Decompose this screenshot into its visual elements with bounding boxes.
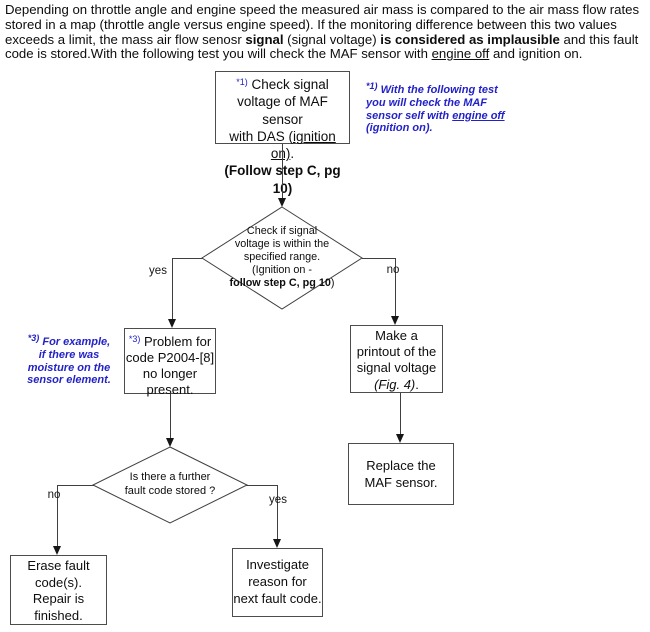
box1-underlined-ignition-on: ignition on) — [270, 128, 336, 162]
branch-label-yes: yes — [149, 265, 167, 277]
intro-underlined-engine-off: engine off — [431, 46, 490, 62]
flow-box-make-printout: Make a printout of the signal voltage (F… — [350, 325, 443, 393]
decision-diamond-further-fault — [91, 446, 249, 524]
connector-line — [172, 258, 173, 320]
flow-box-investigate-reason: Investigate reason for next fault code. — [232, 548, 323, 617]
intro-text: Depending on throttle angle and engine s… — [5, 2, 640, 47]
intro-bold-signal: signal — [245, 31, 284, 47]
arrowhead-down — [166, 438, 174, 447]
connector-line — [362, 258, 396, 259]
footnote-1-annotation: *1) With the following test you will che… — [366, 81, 505, 135]
footnote-ref-3: *3) — [128, 334, 141, 344]
footnote-ref-1: *1) — [236, 77, 248, 87]
flow-box-check-signal-voltage: *1) Check signal voltage of MAF sensor w… — [215, 71, 350, 196]
intro-paragraph: Depending on throttle angle and engine s… — [5, 2, 640, 62]
connector-line — [170, 394, 171, 439]
flow-box-problem-no-longer-present: *3) Problem for code P2004-[8] no longer… — [124, 328, 216, 397]
connector-line — [57, 485, 58, 546]
footnote-ref-3: *3) — [27, 333, 40, 343]
connector-line — [277, 485, 278, 539]
fig-4-reference: (Fig. 4) — [374, 376, 416, 392]
flow-box-erase-fault-codes: Erase fault code(s). Repair is finished. — [10, 555, 107, 625]
note1-underlined-engine-off: engine off — [452, 109, 505, 122]
intro-bold-implausible: is considered as implausible — [380, 31, 560, 47]
connector-line — [395, 258, 396, 317]
flow-box-replace-maf-sensor: Replace the MAF sensor. — [348, 443, 454, 505]
branch-label-yes: yes — [269, 494, 287, 506]
branch-label-no: no — [386, 264, 400, 276]
connector-line — [246, 485, 278, 486]
decision-diamond-signal-range — [201, 206, 363, 310]
decision-further-fault-code: Is there a further fault code stored ? — [124, 471, 216, 497]
connector-line — [282, 144, 283, 199]
decision-check-signal-range: Check if signal voltage is within the sp… — [229, 225, 335, 289]
arrowhead-down — [53, 546, 61, 555]
arrowhead-down — [273, 539, 281, 548]
branch-label-no: no — [47, 489, 61, 501]
arrowhead-down — [278, 198, 286, 207]
connector-line — [172, 258, 203, 259]
arrowhead-down — [396, 434, 404, 443]
arrowhead-down — [168, 319, 176, 328]
footnote-ref-1: *1) — [366, 81, 378, 91]
connector-line — [57, 485, 94, 486]
footnote-3-annotation: *3) For example, if there was moisture o… — [27, 333, 111, 387]
connector-line — [400, 393, 401, 435]
arrowhead-down — [391, 316, 399, 325]
